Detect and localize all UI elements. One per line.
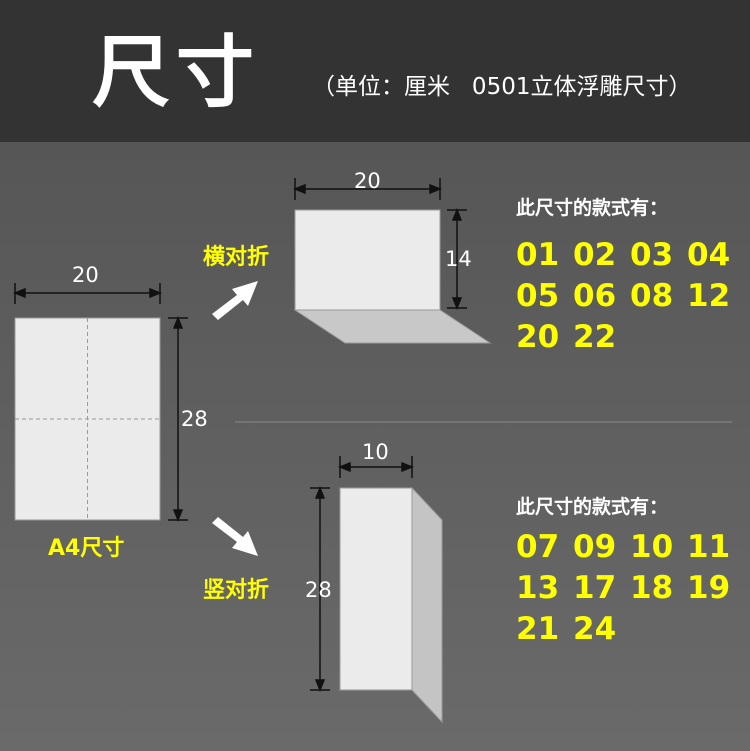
style-code: 17 <box>573 570 617 606</box>
a4-height-dimension <box>168 315 188 523</box>
arrow-down-icon <box>212 517 258 556</box>
horizontal-fold-width-label: 20 <box>354 169 381 193</box>
style-code: 13 <box>516 570 560 606</box>
style-code: 06 <box>573 278 617 314</box>
horizontal-fold-height-dimension <box>447 207 467 311</box>
style-code: 18 <box>630 570 674 606</box>
style-code: 04 <box>687 237 731 273</box>
a4-height-label: 28 <box>181 407 208 431</box>
style-code: 02 <box>573 237 617 273</box>
header-bar: 尺寸 （单位：厘米 0501立体浮雕尺寸） <box>0 0 750 142</box>
style-code: 03 <box>630 237 674 273</box>
horizontal-fold-card <box>293 209 492 344</box>
style-code: 09 <box>573 529 617 565</box>
vertical-fold-width-dimension <box>337 456 415 478</box>
a4-width-label: 20 <box>72 263 99 287</box>
horizontal-fold-height-label: 14 <box>445 247 472 271</box>
vertical-styles-list: 07 09 10 11 13 17 18 19 21 24 <box>516 527 746 650</box>
vertical-fold-height-dimension <box>310 485 330 693</box>
style-code: 12 <box>687 278 731 314</box>
vertical-fold-label: 竖对折 <box>203 578 270 603</box>
style-code: 20 <box>516 319 560 355</box>
horizontal-fold-label: 横对折 <box>203 245 270 270</box>
style-code: 05 <box>516 278 560 314</box>
a4-sheet <box>14 317 161 521</box>
style-code: 07 <box>516 529 560 565</box>
page-title: 尺寸 <box>92 28 261 118</box>
page-subtitle: （单位：厘米 0501立体浮雕尺寸） <box>312 74 692 100</box>
style-code: 10 <box>630 529 674 565</box>
style-code: 21 <box>516 611 560 647</box>
style-code: 01 <box>516 237 560 273</box>
a4-size-label: A4尺寸 <box>48 536 125 561</box>
style-code: 08 <box>630 278 674 314</box>
a4-width-dimension <box>12 283 163 304</box>
style-code: 19 <box>687 570 731 606</box>
arrow-up-icon <box>212 281 258 320</box>
style-code: 22 <box>573 319 617 355</box>
horizontal-styles-heading: 此尺寸的款式有： <box>516 197 669 219</box>
vertical-fold-width-label: 10 <box>362 440 389 464</box>
vertical-fold-height-label: 28 <box>305 578 332 602</box>
horizontal-styles-list: 01 02 03 04 05 06 08 12 20 22 <box>516 235 746 358</box>
style-code: 11 <box>687 529 731 565</box>
vertical-styles-heading: 此尺寸的款式有： <box>516 496 669 518</box>
style-code: 24 <box>573 611 617 647</box>
horizontal-fold-width-dimension <box>292 178 443 200</box>
vertical-fold-card <box>339 486 443 724</box>
